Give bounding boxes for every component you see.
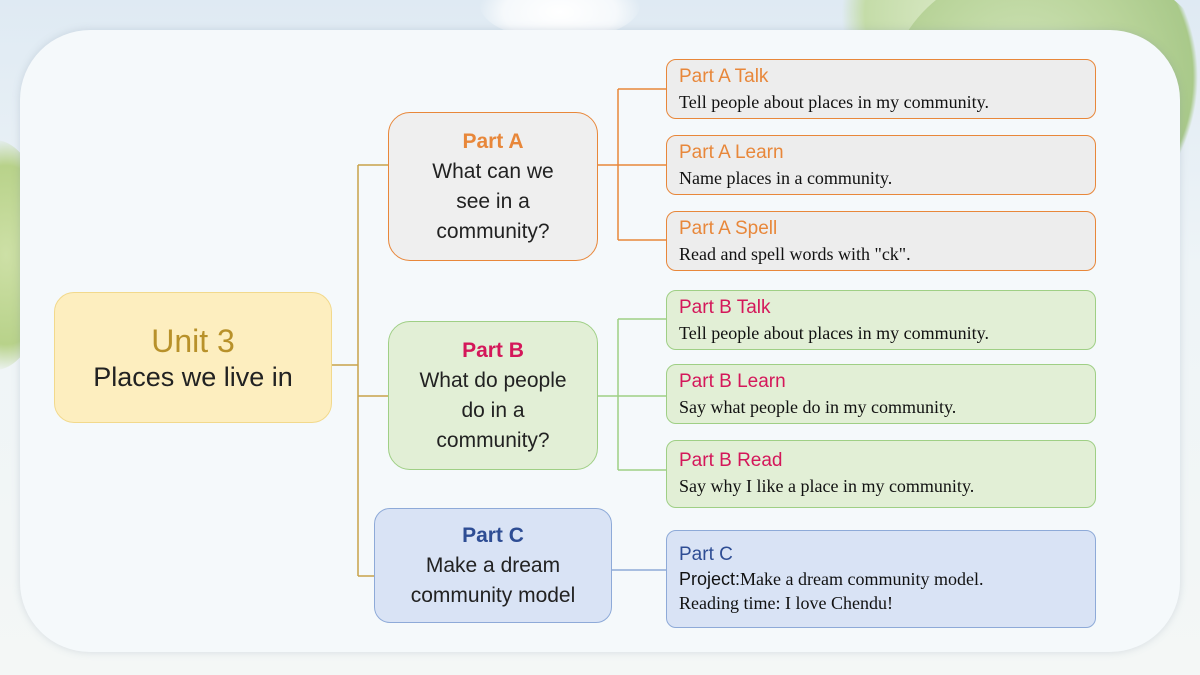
part-b-heading: Part B xyxy=(462,338,524,362)
leaf-part-b-learn: Part B Learn Say what people do in my co… xyxy=(666,364,1096,424)
connector-root-parts xyxy=(332,164,388,577)
leaf-description: Say why I like a place in my community. xyxy=(679,476,975,496)
project-label: Project: xyxy=(679,569,741,589)
part-b-question-line: do in a xyxy=(461,398,525,422)
leaf-part-a-talk: Part A Talk Tell people about places in … xyxy=(666,59,1096,119)
leaf-description: Say what people do in my community. xyxy=(679,397,957,417)
part-a-question-line: see in a xyxy=(456,189,530,213)
leaf-description: Tell people about places in my community… xyxy=(679,92,989,112)
leaf-title: Part B Learn xyxy=(679,371,786,392)
root-subtitle: Places we live in xyxy=(93,361,293,392)
leaf-title: Part A Spell xyxy=(679,218,778,239)
leaf-part-b-read: Part B Read Say why I like a place in my… xyxy=(666,440,1096,508)
part-a-question-line: What can we xyxy=(432,159,554,183)
project-text: Make a dream community model. xyxy=(740,569,984,589)
part-c-heading: Part C xyxy=(462,523,524,547)
leaf-part-b-talk: Part B Talk Tell people about places in … xyxy=(666,290,1096,350)
part-b-question-line: What do people xyxy=(419,368,567,392)
part-b-question-line: community? xyxy=(436,428,550,452)
connector-part-b xyxy=(598,318,666,471)
leaf-title: Part A Learn xyxy=(679,142,784,163)
part-a-heading: Part A xyxy=(462,129,524,153)
part-c-line: community model xyxy=(410,583,576,607)
part-c-line: Make a dream xyxy=(425,553,561,577)
leaf-description: Name places in a community. xyxy=(679,168,893,188)
leaf-title: Part B Talk xyxy=(679,297,771,318)
connector-part-a xyxy=(598,88,666,241)
leaf-part-a-spell: Part A Spell Read and spell words with "… xyxy=(666,211,1096,271)
part-a-question-line: community? xyxy=(436,219,550,243)
root-title: Unit 3 xyxy=(151,322,235,359)
leaf-description: Tell people about places in my community… xyxy=(679,323,989,343)
part-b-node: Part B What do people do in a community? xyxy=(388,321,598,470)
leaf-reading-line: Reading time: I love Chendu! xyxy=(679,593,893,613)
leaf-title: Part A Talk xyxy=(679,66,769,87)
leaf-title: Part B Read xyxy=(679,450,783,471)
part-a-node: Part A What can we see in a community? xyxy=(388,112,598,261)
leaf-part-c: Part C Project:Make a dream community mo… xyxy=(666,530,1096,628)
leaf-part-a-learn: Part A Learn Name places in a community. xyxy=(666,135,1096,195)
part-c-node: Part C Make a dream community model xyxy=(374,508,612,623)
leaf-description: Read and spell words with "ck". xyxy=(679,244,911,264)
leaf-project-line: Project:Make a dream community model. xyxy=(679,567,1095,591)
root-node: Unit 3 Places we live in xyxy=(54,292,332,423)
leaf-title: Part C xyxy=(679,544,733,565)
